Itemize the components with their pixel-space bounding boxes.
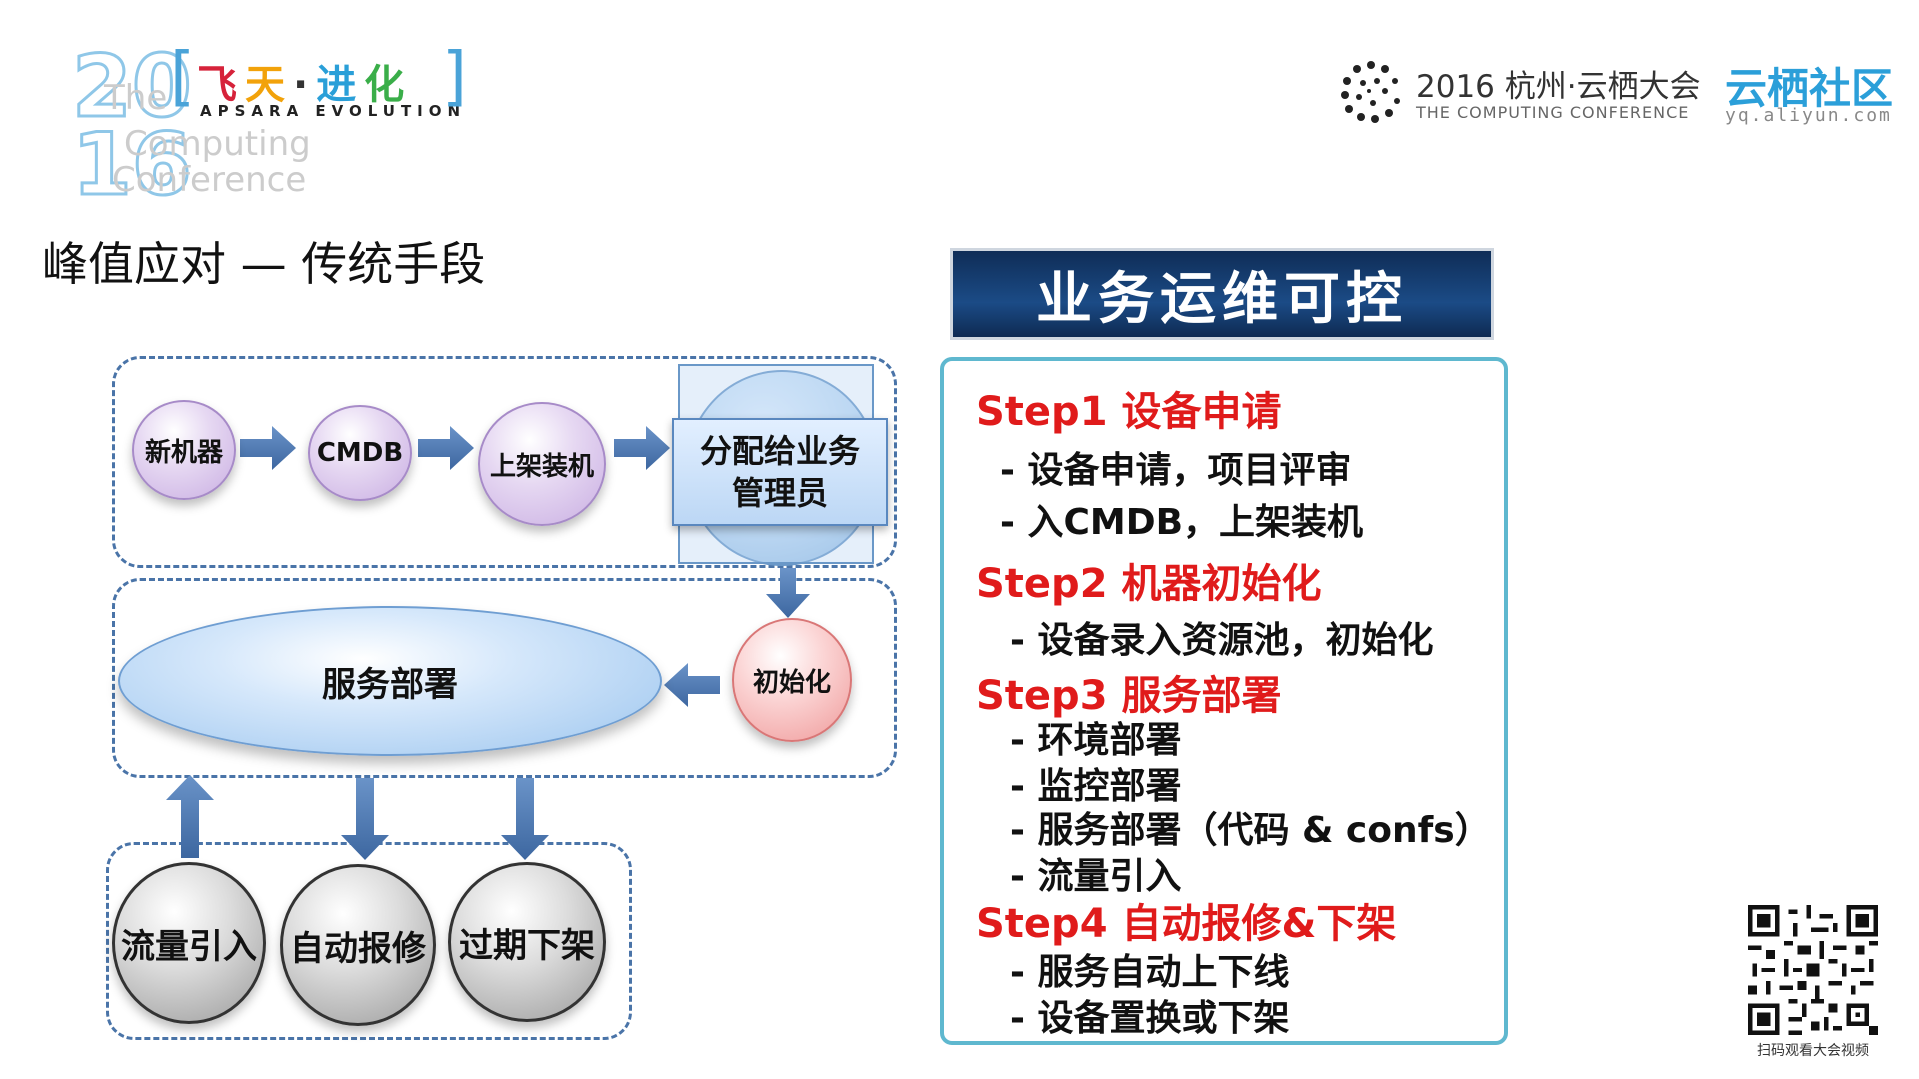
node-cmdb: CMDB: [308, 405, 412, 501]
arrow-init-to-deploy: [664, 663, 720, 707]
node-rack-install: 上架装机: [478, 402, 606, 526]
step3-item: - 环境部署: [1010, 720, 1182, 761]
arrow-expire-down: [501, 778, 549, 860]
arrow-cmdb-to-rack: [418, 426, 474, 470]
step3-title: Step3 服务部署: [976, 673, 1282, 719]
node-traffic-in: 流量引入: [112, 862, 266, 1024]
step3-item: - 监控部署: [1010, 766, 1182, 807]
node-auto-repair: 自动报修: [280, 864, 436, 1026]
logo-english-text: APSARA EVOLUTION: [200, 102, 467, 120]
node-assign-line1: 分配给业务: [699, 432, 860, 470]
node-service-deploy: 服务部署: [118, 606, 662, 756]
step2-title: Step2 机器初始化: [976, 561, 1322, 607]
group-deployment: [112, 578, 897, 778]
step4-title: Step4 自动报修&下架: [976, 901, 1397, 947]
logo-faded-word-the: The: [104, 78, 168, 118]
node-expire-remove: 过期下架: [448, 862, 606, 1022]
apsara-2016-logo: 20 16 The Computing Conference [ 飞天·进化 A…: [71, 37, 492, 210]
steps-panel: Step1 设备申请 - 设备申请，项目评审 - 入CMDB，上架装机 Step…: [940, 357, 1508, 1045]
step3-item: - 流量引入: [1010, 856, 1182, 897]
arrow-repair-down: [341, 778, 389, 860]
arrow-traffic-up: [166, 775, 214, 858]
logo-bracket-right: ]: [442, 40, 467, 114]
panel-header: 业务运维可控: [950, 248, 1494, 340]
qr-caption: 扫码观看大会视频: [1757, 1043, 1869, 1059]
logo-chinese-text: 飞天·进化: [197, 62, 413, 108]
group-provisioning: [112, 356, 897, 568]
page-title: 峰值应对 — 传统手段: [42, 237, 486, 291]
logo-faded-word-computing: Computing: [124, 124, 311, 164]
community-url: yq.aliyun.com: [1725, 105, 1892, 126]
step4-item: - 设备置换或下架: [1010, 998, 1290, 1039]
step1-title: Step1 设备申请: [976, 389, 1282, 435]
cloud-dots-icon: [1341, 61, 1400, 123]
conference-logo: 2016 杭州·云栖大会 THE COMPUTING CONFERENCE 云栖…: [1339, 55, 1899, 135]
conference-title: 2016 杭州·云栖大会: [1416, 69, 1701, 105]
node-assign-to-admin: 分配给业务 管理员: [672, 418, 888, 526]
logo-year-bottom: 16: [71, 115, 194, 215]
logo-year-top: 20: [71, 37, 194, 137]
arrow-new-to-cmdb: [240, 426, 296, 470]
node-initialize: 初始化: [732, 618, 852, 742]
step4-item: - 服务自动上下线: [1010, 952, 1290, 993]
conference-subtitle: THE COMPUTING CONFERENCE: [1416, 103, 1690, 122]
step1-item: - 设备申请，项目评审: [1000, 450, 1352, 491]
arrow-assign-to-init: [766, 568, 810, 618]
logo-faded-word-conference: Conference: [112, 160, 307, 200]
step2-item: - 设备录入资源池，初始化: [1010, 620, 1434, 661]
community-name: 云栖社区: [1725, 64, 1894, 113]
arrow-rack-to-assign: [614, 426, 670, 470]
step3-item: - 服务部署（代码 & confs）: [1010, 810, 1491, 851]
logo-bracket-left: [: [170, 40, 195, 114]
node-assign-line2: 管理员: [731, 474, 828, 512]
step1-item: - 入CMDB，上架装机: [1000, 502, 1364, 543]
qr-code-icon: [1748, 905, 1878, 1035]
node-new-machine: 新机器: [132, 400, 236, 500]
